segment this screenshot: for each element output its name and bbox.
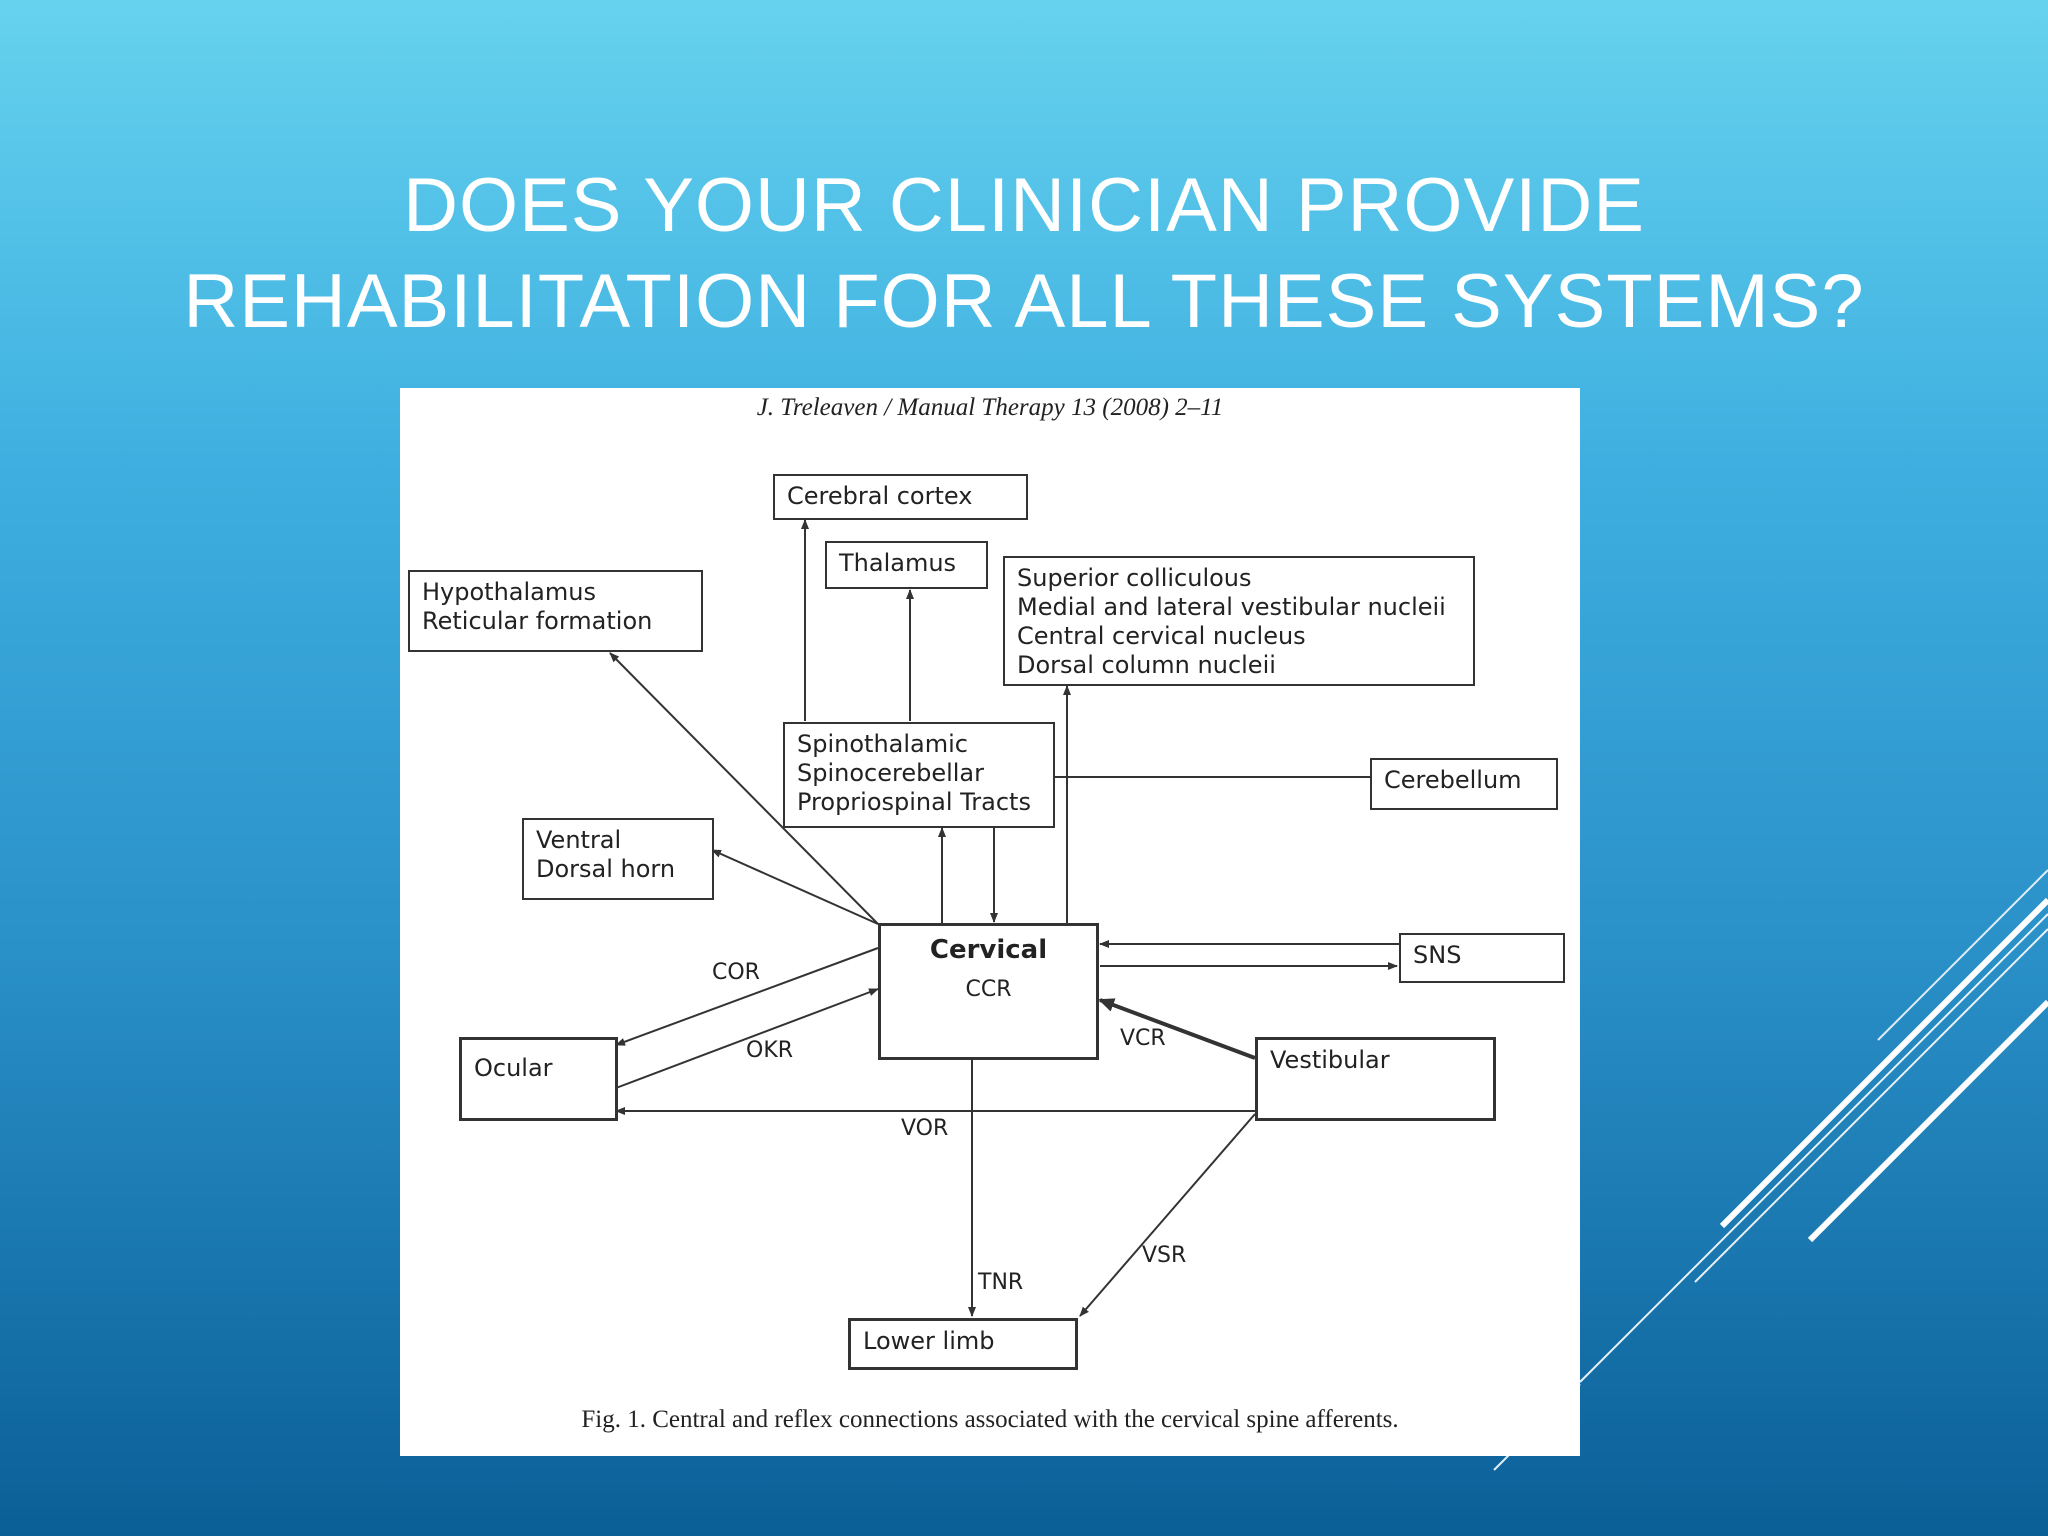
node-tracts: Spinothalamic Spinocerebellar Propriospi… — [783, 722, 1055, 828]
figure-header: J. Treleaven / Manual Therapy 13 (2008) … — [756, 394, 1224, 421]
node-vestibular: Vestibular — [1255, 1037, 1496, 1121]
node-hypothalamus-line-2: Reticular formation — [422, 607, 653, 635]
figure-caption: Fig. 1. Central and reflex connections a… — [581, 1406, 1399, 1433]
connector-vcr — [1098, 998, 1256, 1060]
diagram-figure: J. Treleaven / Manual Therapy 13 (2008) … — [400, 388, 1580, 1456]
node-sns: SNS — [1399, 933, 1565, 983]
node-cerebellum: Cerebellum — [1370, 758, 1558, 810]
node-hypothalamus: Hypothalamus Reticular formation — [408, 570, 703, 652]
connector-cor — [615, 947, 879, 1046]
label-vsr: VSR — [1142, 1243, 1187, 1268]
node-tracts-line-2: Spinocerebellar — [797, 759, 985, 787]
node-cervical: Cervical CCR — [878, 923, 1099, 1060]
label-vor: VOR — [901, 1116, 949, 1141]
slide-title: DOES YOUR CLINICIAN PROVIDE REHABILITATI… — [0, 158, 2048, 350]
node-superior-line-1: Superior colliculous — [1017, 564, 1252, 592]
connector-cervical-hypothalamus — [609, 652, 879, 925]
node-superior-line-4: Dorsal column nucleii — [1017, 651, 1276, 679]
node-superior-line-3: Central cervical nucleus — [1017, 622, 1306, 650]
node-lower-limb: Lower limb — [848, 1318, 1078, 1370]
node-vestibular-label: Vestibular — [1270, 1046, 1390, 1074]
node-superior-colliculous: Superior colliculous Medial and lateral … — [1003, 556, 1475, 686]
node-cerebellum-label: Cerebellum — [1384, 766, 1522, 794]
node-cerebral-cortex: Cerebral cortex — [773, 474, 1028, 520]
node-ccr-label: CCR — [965, 977, 1012, 1002]
connector-vsr — [1079, 1113, 1256, 1317]
label-okr: OKR — [746, 1038, 794, 1063]
node-tracts-line-1: Spinothalamic — [797, 730, 968, 758]
node-thalamus-label: Thalamus — [839, 549, 957, 577]
node-ocular-label: Ocular — [474, 1054, 553, 1082]
slide-title-line-2: REHABILITATION FOR ALL THESE SYSTEMS? — [183, 259, 1865, 344]
node-tracts-line-3: Propriospinal Tracts — [797, 788, 1031, 816]
node-superior-line-2: Medial and lateral vestibular nucleii — [1017, 593, 1446, 621]
node-lower-limb-label: Lower limb — [863, 1327, 995, 1355]
node-ventral-dorsal-horn: Ventral Dorsal horn — [522, 818, 714, 900]
node-cerebral-cortex-label: Cerebral cortex — [787, 482, 973, 510]
label-cor: COR — [712, 960, 760, 985]
node-cervical-label: Cervical — [929, 935, 1048, 965]
node-ocular: Ocular — [459, 1037, 618, 1121]
node-sns-label: SNS — [1413, 941, 1462, 969]
diagram-connectors — [609, 519, 1399, 1317]
connector-cervical-ventral — [711, 849, 879, 925]
slide-title-line-1: DOES YOUR CLINICIAN PROVIDE — [403, 163, 1645, 248]
label-tnr: TNR — [978, 1270, 1024, 1295]
node-thalamus: Thalamus — [825, 541, 988, 589]
node-hypothalamus-line-1: Hypothalamus — [422, 578, 596, 606]
connector-okr — [615, 988, 879, 1089]
node-ventral-line-2: Dorsal horn — [536, 855, 676, 883]
node-ventral-line-1: Ventral — [536, 826, 622, 854]
label-vcr: VCR — [1120, 1026, 1166, 1051]
